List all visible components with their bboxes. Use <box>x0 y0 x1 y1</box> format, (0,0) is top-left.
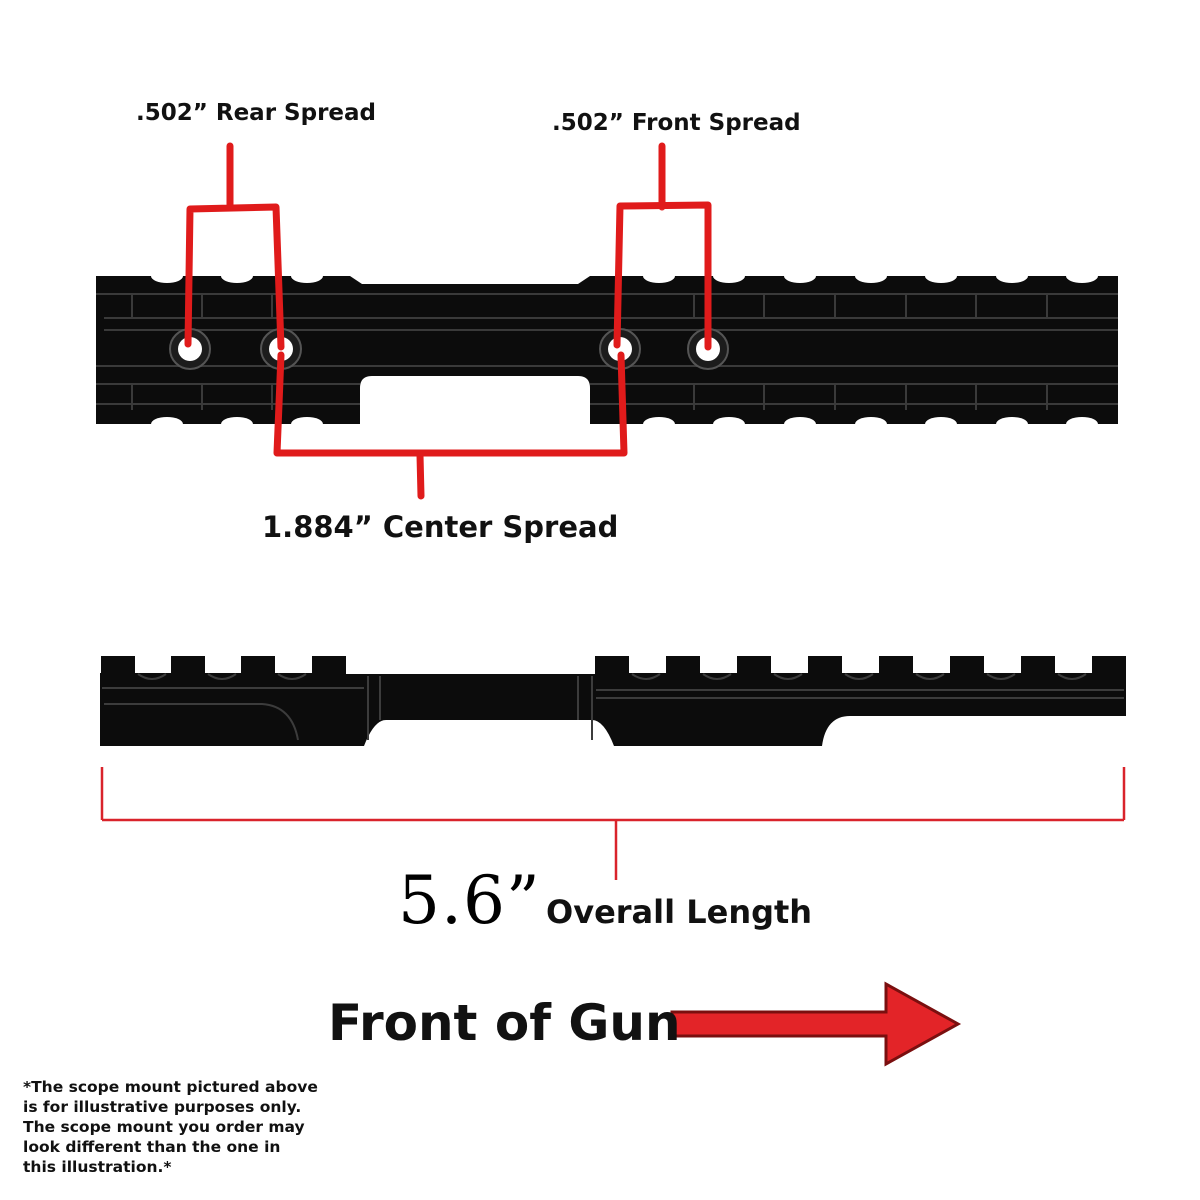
disclaimer-line: look different than the one in <box>23 1138 281 1156</box>
rail-side-center-recess <box>346 660 595 674</box>
front-of-gun-label: Front of Gun <box>328 994 681 1052</box>
overall-length-dimension <box>100 767 1126 880</box>
disclaimer-note: *The scope mount pictured above is for i… <box>23 1077 323 1177</box>
disclaimer-line: this illustration.* <box>23 1158 172 1176</box>
rail-side-view <box>100 656 1126 746</box>
rear-spread-bracket <box>184 142 285 351</box>
rail-side-details <box>102 673 1124 741</box>
center-spread-label: 1.884” Center Spread <box>262 510 619 544</box>
front-spread-bracket <box>613 142 712 351</box>
spread-annotations <box>184 142 712 500</box>
center-spread-bracket <box>273 351 628 500</box>
overall-length-value: 5.6” <box>398 862 541 939</box>
rail-top-view <box>96 269 1118 431</box>
rail-side-body <box>100 673 1126 746</box>
front-arrow-icon <box>670 981 962 1067</box>
screw-holes <box>169 328 729 370</box>
rear-spread-label: .502” Rear Spread <box>136 100 377 126</box>
disclaimer-line: is for illustrative purposes only. <box>23 1098 302 1116</box>
disclaimer-line: The scope mount you order may <box>23 1118 305 1136</box>
disclaimer-line: *The scope mount pictured above <box>23 1078 318 1096</box>
front-spread-label: .502” Front Spread <box>552 110 801 136</box>
rail-top-notches <box>151 269 1098 431</box>
rail-side-teeth <box>101 656 1126 674</box>
overall-length-label: Overall Length <box>546 893 813 931</box>
